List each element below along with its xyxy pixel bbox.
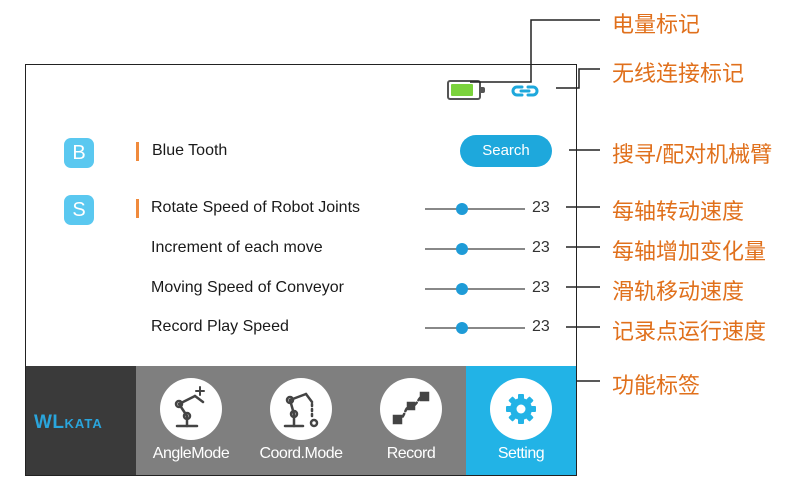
link-icon bbox=[511, 85, 539, 97]
setting-label-joint-speed: Rotate Speed of Robot Joints bbox=[151, 199, 361, 216]
annotation-conveyor-speed: 滑轨移动速度 bbox=[612, 279, 745, 304]
brand-logo: WLKATA bbox=[26, 366, 136, 475]
device-screen: B Blue Tooth Search S Rotate Speed of Ro… bbox=[25, 64, 577, 476]
tab-label: Record bbox=[386, 445, 436, 462]
search-button[interactable]: Search bbox=[460, 135, 552, 167]
joint-speed-slider[interactable] bbox=[425, 201, 525, 217]
setting-label-conveyor-speed: Moving Speed of Conveyor bbox=[151, 279, 344, 296]
battery-icon bbox=[447, 80, 485, 100]
conveyor-speed-slider[interactable] bbox=[425, 281, 525, 297]
coord-mode-icon bbox=[270, 378, 332, 440]
annotation-function-tabs: 功能标签 bbox=[612, 373, 701, 398]
tab-label: Coord.Mode bbox=[259, 445, 343, 462]
slider-knob[interactable] bbox=[456, 203, 468, 215]
slider-knob[interactable] bbox=[456, 322, 468, 334]
conveyor-speed-value: 23 bbox=[532, 279, 550, 296]
increment-value: 23 bbox=[532, 239, 550, 256]
record-play-speed-slider[interactable] bbox=[425, 320, 525, 336]
bluetooth-marker bbox=[136, 142, 139, 161]
increment-slider[interactable] bbox=[425, 241, 525, 257]
slider-track bbox=[425, 208, 525, 210]
tab-angle-mode[interactable]: AngleMode bbox=[136, 366, 246, 475]
annotation-increment: 每轴增加变化量 bbox=[612, 239, 767, 264]
slider-knob[interactable] bbox=[456, 243, 468, 255]
tab-label: Setting bbox=[497, 445, 545, 462]
settings-badge: S bbox=[64, 195, 94, 225]
tab-label: AngleMode bbox=[152, 445, 230, 462]
function-tab-bar: WLKATA AngleMode Coord.Mode bbox=[26, 366, 576, 475]
bluetooth-label: Blue Tooth bbox=[152, 142, 228, 159]
brand-text: WLKATA bbox=[34, 412, 103, 434]
slider-track bbox=[425, 288, 525, 290]
record-play-speed-value: 23 bbox=[532, 318, 550, 335]
tab-record[interactable]: Record bbox=[356, 366, 466, 475]
brand-prefix: WL bbox=[34, 412, 65, 433]
joint-speed-value: 23 bbox=[532, 199, 550, 216]
gear-icon bbox=[490, 378, 552, 440]
slider-track bbox=[425, 248, 525, 250]
annotation-wireless: 无线连接标记 bbox=[612, 61, 745, 86]
tab-coord-mode[interactable]: Coord.Mode bbox=[246, 366, 356, 475]
settings-marker bbox=[136, 199, 139, 218]
annotation-battery: 电量标记 bbox=[612, 12, 701, 37]
tab-setting[interactable]: Setting bbox=[466, 366, 576, 475]
brand-suffix: KATA bbox=[64, 416, 103, 431]
slider-knob[interactable] bbox=[456, 283, 468, 295]
setting-label-record-play-speed: Record Play Speed bbox=[151, 318, 289, 335]
battery-tip bbox=[481, 87, 485, 93]
bluetooth-badge: B bbox=[64, 138, 94, 168]
annotation-record-speed: 记录点运行速度 bbox=[612, 319, 767, 344]
battery-fill bbox=[451, 84, 474, 96]
slider-track bbox=[425, 327, 525, 329]
angle-mode-icon bbox=[160, 378, 222, 440]
annotation-search-pair: 搜寻/配对机械臂 bbox=[612, 142, 773, 167]
record-icon bbox=[380, 378, 442, 440]
setting-label-increment: Increment of each move bbox=[151, 239, 323, 256]
annotation-joint-speed: 每轴转动速度 bbox=[612, 199, 745, 224]
